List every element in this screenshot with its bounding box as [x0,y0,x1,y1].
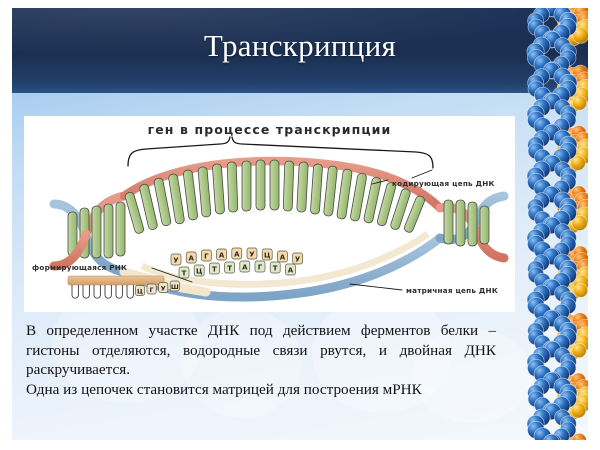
base-cell [169,280,180,292]
dna-helix-left [49,191,129,277]
base-letter: У [161,285,166,293]
base-cell [135,285,145,296]
base-letter: А [188,254,194,262]
dna-atom-sphere [571,214,588,232]
dna-atom-sphere [572,95,588,111]
base-cell [216,248,227,261]
base-cell [185,251,197,264]
background-bubble [182,308,302,418]
dna-atom-sphere [571,342,587,359]
label-leader-lines [151,169,433,291]
base-cell [292,252,303,265]
base-cell [178,266,190,279]
base-cell [246,247,258,260]
base-letter: У [295,255,301,263]
base-letter: У [173,256,179,264]
paragraph-1: В определенном участке ДНК под действием… [26,322,496,379]
base-letter: Т [227,264,232,272]
transcription-diagram: ген в процессе транскрипции [24,116,515,312]
slide-body: ген в процессе транскрипции [12,93,588,440]
dna-model-decoration [500,8,588,440]
base-letter: Г [150,286,154,294]
slide-header: Транскрипция [12,8,588,93]
background-bubble [412,328,532,423]
dna-atom-sphere [570,402,587,419]
dna-atom-sphere [543,434,560,440]
background-bubble [312,293,452,413]
base-cell [239,260,251,273]
diagram-caption: ген в процессе транскрипции [147,122,392,137]
dna-atom-sphere [571,432,587,440]
base-letter: А [242,263,248,271]
page-title: Транскрипция [203,28,397,63]
base-letter: Ц [196,267,203,275]
base-cell [170,253,182,266]
presentation-slide: Транскрипция ген в процессе транскрипции [12,8,588,440]
base-letter: А [288,266,294,274]
base-cell [285,263,296,276]
dna-helix-right [435,191,509,263]
base-letter: А [234,250,240,258]
base-cell [231,247,243,260]
base-cell [158,282,169,293]
base-letter: Т [182,269,187,277]
base-cell [224,261,235,274]
base-letter: Т [212,265,217,273]
base-letter: Ц [137,288,143,296]
label-template-strand: матричная цепь ДНК [406,286,498,295]
base-letter: Г [204,252,209,260]
base-cell [146,283,157,295]
base-cell [209,262,220,275]
gene-span-brace [127,136,434,169]
base-cell [201,249,212,262]
base-letter: Т [273,264,278,272]
slide-text-block: В определенном участке ДНК под действием… [26,321,496,399]
base-letter: Ш [171,283,179,291]
base-letter: Ц [264,251,271,259]
base-letter: А [219,251,225,259]
label-coding-strand: кодирующая цепь ДНК [392,179,495,188]
base-letter: Г [258,263,263,271]
base-letter: А [280,253,286,261]
label-forming-rna: формирующаяся РНК [32,263,128,272]
dna-atom-sphere [572,27,588,44]
coding-strand [119,156,445,234]
header-sheen [12,8,588,93]
dna-atom-sphere [570,155,586,171]
dna-atom-sphere [573,283,588,298]
paragraph-2: Одна из цепочек становится матрицей для … [26,380,422,398]
dna-spheres-svg [526,8,588,440]
base-letter: У [249,250,255,258]
base-cell [254,260,266,273]
base-cell [261,248,273,261]
base-cell [277,250,288,263]
base-cell [269,261,281,274]
base-cell [193,264,205,277]
